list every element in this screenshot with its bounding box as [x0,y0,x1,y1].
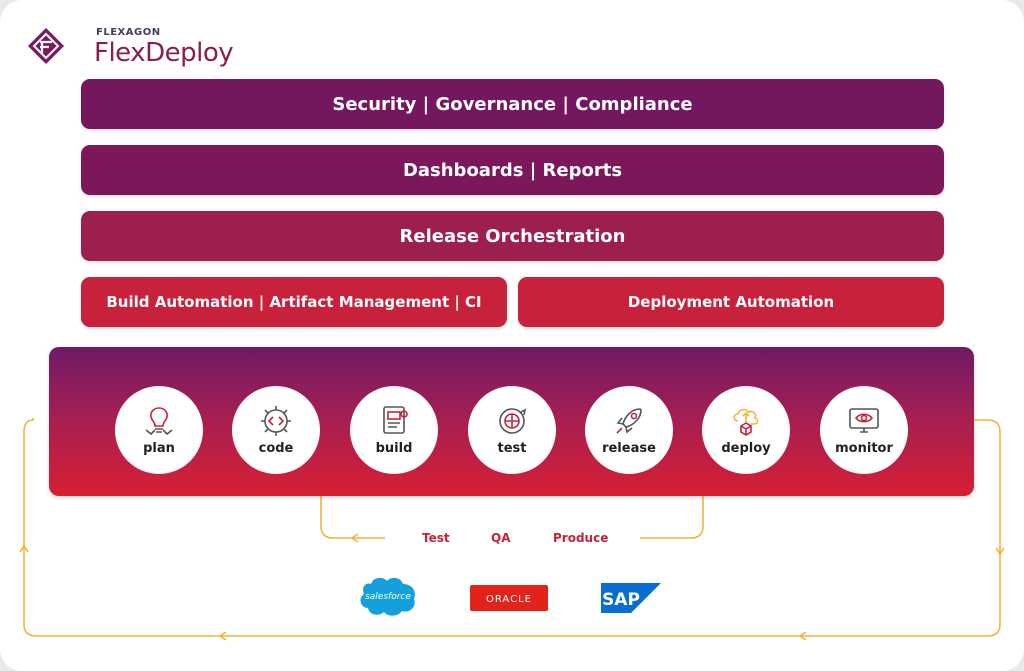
env-produce: Produce [553,531,609,545]
rocket-icon [616,408,642,434]
stage-code: code [232,386,320,474]
oracle-logo-text: ORACLE [486,594,532,605]
stage-build-label: build [375,441,413,456]
flexagon-logo-icon [28,28,64,64]
salesforce-logo-text: salesforce [365,592,411,602]
stage-plan: plan [115,386,203,474]
dashboards-band: Dashboards | Reports [81,145,944,195]
pipeline-band: plan code build [49,347,974,496]
stage-monitor: monitor [820,386,908,474]
flexdeploy-logo: FLEXAGON FlexDeploy [26,26,234,70]
build-document-icon [383,406,408,434]
lightbulb-icon [145,407,173,436]
deployment-automation-band: Deployment Automation [518,277,944,327]
sap-logo: SAP [601,583,661,613]
monitor-eye-icon [849,408,879,433]
security-band: Security | Governance | Compliance [81,79,944,129]
env-test: Test [422,531,450,545]
logo-brand-text: FLEXAGON [96,27,161,38]
stage-release: release [585,386,673,474]
test-globe-icon [499,408,527,434]
stage-deploy-label: deploy [721,441,771,456]
logo-product-text: FlexDeploy [94,38,234,68]
release-orchestration-band: Release Orchestration [81,211,944,261]
build-automation-band: Build Automation | Artifact Management |… [81,277,507,327]
stage-test: test [468,386,556,474]
stage-deploy: deploy [702,386,790,474]
sap-logo-text: SAP [602,590,640,610]
stage-plan-label: plan [143,441,175,456]
stage-test-label: test [497,441,527,456]
env-qa: QA [491,531,511,545]
stage-release-label: release [602,441,656,456]
cloud-deploy-icon [733,408,759,436]
salesforce-logo: salesforce [360,577,415,616]
stage-monitor-label: monitor [835,441,893,456]
code-gear-icon [261,406,291,436]
oracle-logo: ORACLE [470,585,548,611]
stage-code-label: code [258,441,294,456]
stage-build: build [350,386,438,474]
